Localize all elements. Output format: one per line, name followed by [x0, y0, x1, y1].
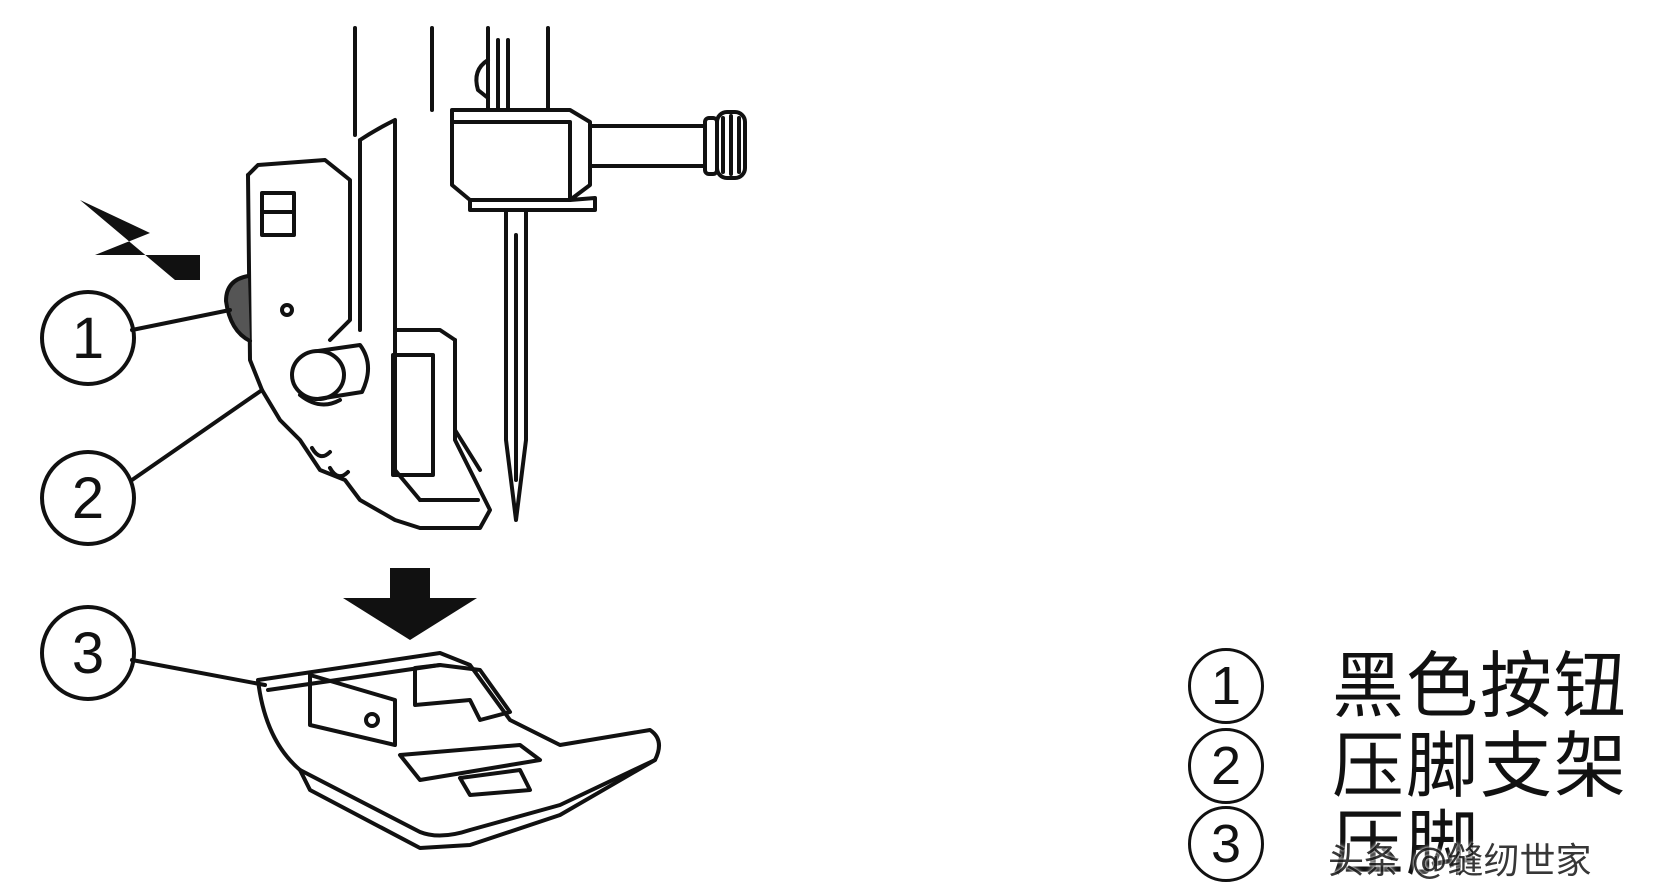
callout-circle-3 — [40, 605, 136, 701]
callout-circle-1 — [40, 290, 136, 386]
holder-pin — [290, 343, 370, 407]
leader-line-3 — [130, 658, 267, 687]
legend-label-3: 压脚 — [1332, 802, 1481, 886]
presser-foot-holder — [246, 118, 492, 530]
needle-clamp — [450, 26, 747, 212]
leader-line-1 — [130, 308, 232, 332]
callout-circle-2 — [40, 450, 136, 546]
needle — [504, 208, 528, 522]
callout-number-2: 2 — [72, 466, 104, 531]
black-button — [224, 274, 252, 343]
attach-arrow-down — [343, 568, 477, 640]
presser-foot — [256, 651, 661, 850]
leader-line-2 — [130, 388, 264, 482]
legend-number-1: 1 — [1188, 648, 1264, 724]
attach-arrow-left — [80, 200, 200, 280]
legend-row-3: 3 压脚 — [1188, 806, 1480, 882]
legend-number-3: 3 — [1188, 806, 1264, 882]
callout-number-1: 1 — [72, 306, 104, 371]
legend-row-1: 1 黑色按钮 — [1188, 648, 1628, 724]
legend-number-2: 2 — [1188, 728, 1264, 804]
presser-bar — [353, 26, 434, 137]
watermark-text: 头条 @缝纫世家 — [1328, 841, 1592, 882]
legend-label-2: 压脚支架 — [1332, 724, 1629, 808]
callout-number-3: 3 — [72, 621, 104, 686]
legend-label-1: 黑色按钮 — [1332, 644, 1629, 728]
legend-row-2: 2 压脚支架 — [1188, 728, 1628, 804]
